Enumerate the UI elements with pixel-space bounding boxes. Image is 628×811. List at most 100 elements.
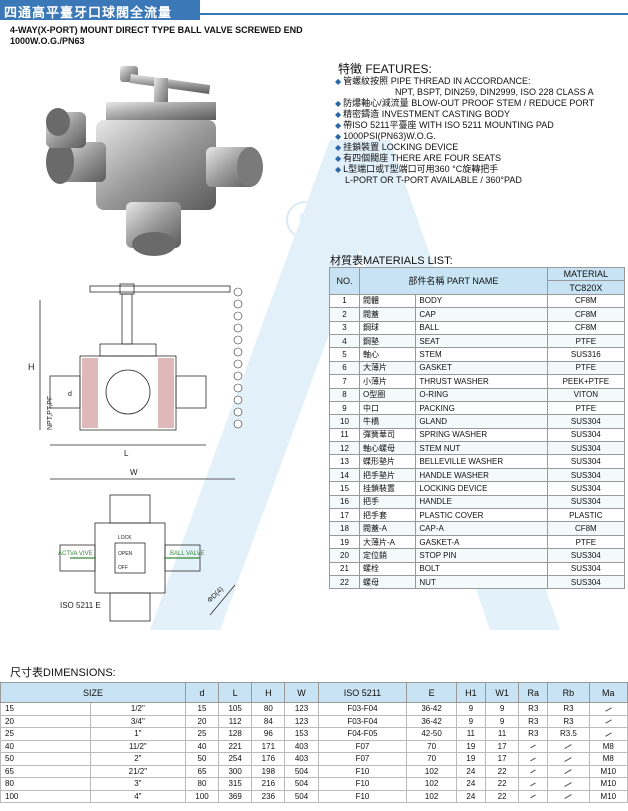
feature-item: ◆L型端口或T型端口可用360 °C旋轉把手 [335,164,499,174]
dimension-cell-inch: 1/2" [89,702,186,716]
plan-drawing: W ACTVA VIVE BALL VALVE OPEN OFF LOCK IS… [50,468,236,622]
material-cell: SUS316 [546,347,626,362]
part-number-cell: 19 [329,534,360,550]
dimension-cell-l: 254 [218,752,253,766]
part-name-zh-cell: 閥體 [358,293,417,309]
drawing-hatch-left [82,358,98,428]
dimension-cell-iso: F03-F04 [317,714,408,728]
label-open: OPEN [118,551,133,557]
dimension-cell-d: 100 [184,789,220,803]
dimension-cell-h1: 19 [455,739,486,753]
dimension-cell-iso: F04-F05 [317,727,408,741]
part-number-cell: 13 [329,454,360,469]
dimension-cell-mm: 100 [0,789,91,803]
dimension-cell-rb [547,777,590,791]
dimension-cell-h1: 24 [455,777,486,791]
header-h1: H1 [455,682,486,703]
dimension-cell-inch: 3" [89,777,186,791]
material-cell: CF8M [546,307,626,322]
part-number-cell: 1 [329,293,360,309]
dimension-cell-e: 102 [406,789,457,803]
dimension-cell-iso: F03-F04 [317,702,408,716]
label-left-tag: ACTVA VIVE [58,551,93,557]
dimension-cell-w1: 11 [484,727,520,741]
dimension-cell-d: 80 [184,777,220,791]
part-name-en-cell: SPRING WASHER [415,427,548,443]
dimension-cell-mm: 25 [0,727,91,741]
port-bottom-opening [132,232,176,256]
part-name-en-cell: PLASTIC COVER [415,508,548,523]
dimension-cell-w: 504 [284,789,319,803]
drawing-ball [105,369,151,415]
page-title: 四通高平臺牙口球閥全流量 [4,5,173,20]
callout-marker [233,371,243,381]
dimension-cell-w: 153 [284,727,319,741]
part-name-en-cell: BALL [415,320,548,335]
header-ma: Ma [588,682,628,703]
dimension-cell-l: 105 [218,702,253,716]
part-name-en-cell: HANDLE [415,494,548,510]
callout-marker [233,323,243,333]
part-name-en-cell: HANDLE WASHER [415,467,548,483]
dimension-cell-h1: 24 [455,764,486,778]
dimension-cell-inch: 11/2" [89,739,186,753]
dimension-cell-e: 36-42 [406,714,457,728]
plan-dia-leader [209,584,236,616]
dimension-cell-h: 198 [251,764,286,778]
material-cell: SUS304 [546,414,626,429]
part-name-en-cell: CAP-A [415,521,548,536]
dimension-cell-d: 50 [184,752,220,766]
material-cell: SUS304 [546,494,626,510]
part-number-cell: 16 [329,494,360,510]
part-number-cell: 22 [329,574,360,590]
part-name-en-cell: NUT [415,574,548,590]
part-name-en-cell: PACKING [415,400,548,416]
dimension-cell-h: 84 [251,714,286,728]
feature-item: NPT, BSPT, DIN259, DIN2999, ISO 228 CLAS… [395,87,594,97]
label-dia: ΦD(4) [206,586,225,605]
drawing-handle [89,285,231,293]
product-photo [46,66,263,256]
part-name-en-cell: BOLT [415,561,548,576]
title-bar: 四通高平臺牙口球閥全流量 [0,0,200,20]
dimension-cell-inch: 3/4" [89,714,186,728]
label-h: H [28,362,35,372]
label-iso: ISO 5211 E [60,601,101,610]
part-name-en-cell: STEM NUT [415,441,548,456]
dimension-cell-e: 70 [406,752,457,766]
drawing-pad [99,343,157,357]
header-no: NO. [329,267,360,295]
header-iso: ISO 5211 [317,682,408,703]
handle [129,74,211,95]
callout-marker [233,383,243,393]
dimension-cell-w: 403 [284,752,319,766]
part-number-cell: 4 [329,333,360,349]
feature-item: ◆挂鎖裝置 LOCKING DEVICE [335,142,459,152]
dimension-cell-l: 300 [218,764,253,778]
dimension-cell-l: 315 [218,777,253,791]
dimension-cell-mm: 65 [0,764,91,778]
dimension-cell-w1: 22 [484,777,520,791]
dimension-cell-ra [518,789,549,803]
material-cell: CF8M [546,293,626,309]
callout-marker [233,395,243,405]
material-cell: SUS304 [546,548,626,563]
plan-bottom-port [109,592,151,622]
header-h: H [251,682,286,703]
subtitle-line-2: 1000W.O.G./PN63 [10,36,85,46]
dimension-cell-w: 403 [284,739,319,753]
part-number-cell: 9 [329,400,360,416]
dimension-cell-h1: 9 [455,702,486,716]
